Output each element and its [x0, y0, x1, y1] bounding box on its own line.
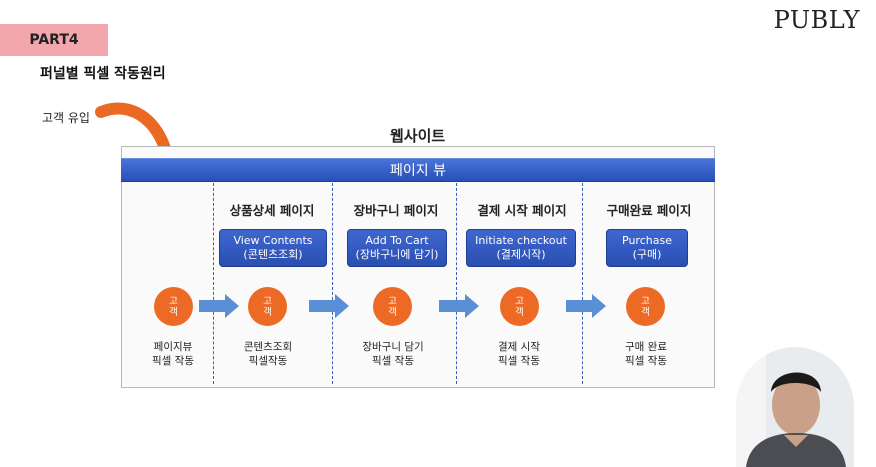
- customer-inflow-label: 고객 유입: [42, 111, 90, 125]
- stage-divider: [213, 183, 214, 384]
- customer-circle: 고객: [248, 287, 287, 326]
- customer-circle: 고객: [626, 287, 665, 326]
- stage-title: 장바구니 페이지: [353, 203, 439, 218]
- event-name: View Contents: [233, 234, 313, 247]
- presenter-webcam: [736, 347, 854, 467]
- flow-arrow-icon: [439, 294, 479, 318]
- event-desc: (장바구니에 담기): [355, 248, 439, 261]
- event-name: Purchase: [622, 234, 672, 247]
- event-desc: (콘텐츠조회): [243, 248, 303, 261]
- event-desc: (구매): [632, 248, 662, 261]
- event-name: Add To Cart: [365, 234, 429, 247]
- customer-circle: 고객: [500, 287, 539, 326]
- pageview-label: 페이지 뷰: [390, 163, 446, 179]
- event-box-purchase: Purchase (구매): [606, 229, 688, 267]
- flow-arrow-icon: [566, 294, 606, 318]
- pageview-bar: 페이지 뷰: [121, 158, 715, 182]
- stage-title: 상품상세 페이지: [229, 203, 315, 218]
- customer-circle: 고객: [373, 287, 412, 326]
- event-name: Initiate checkout: [475, 234, 567, 247]
- website-frame: [121, 146, 715, 388]
- publy-logo: PUBLY: [773, 6, 860, 34]
- event-box-initiate-checkout: Initiate checkout (결제시작): [466, 229, 576, 267]
- flow-arrow-icon: [199, 294, 239, 318]
- stage-title: 구매완료 페이지: [606, 203, 692, 218]
- stage-title: 결제 시작 페이지: [477, 203, 567, 218]
- website-label: 웹사이트: [390, 127, 446, 145]
- customer-circle: 고객: [154, 287, 193, 326]
- slide-subtitle: 퍼널별 픽셀 작동원리: [40, 66, 166, 82]
- stage-divider: [332, 183, 333, 384]
- event-desc: (결제시작): [496, 248, 546, 261]
- event-box-view-contents: View Contents (콘텐츠조회): [219, 229, 327, 267]
- stage-divider: [456, 183, 457, 384]
- part-label: PART4: [29, 32, 79, 48]
- part-badge: PART4: [0, 24, 108, 56]
- stage-divider: [582, 183, 583, 384]
- flow-arrow-icon: [309, 294, 349, 318]
- event-box-add-to-cart: Add To Cart (장바구니에 담기): [347, 229, 447, 267]
